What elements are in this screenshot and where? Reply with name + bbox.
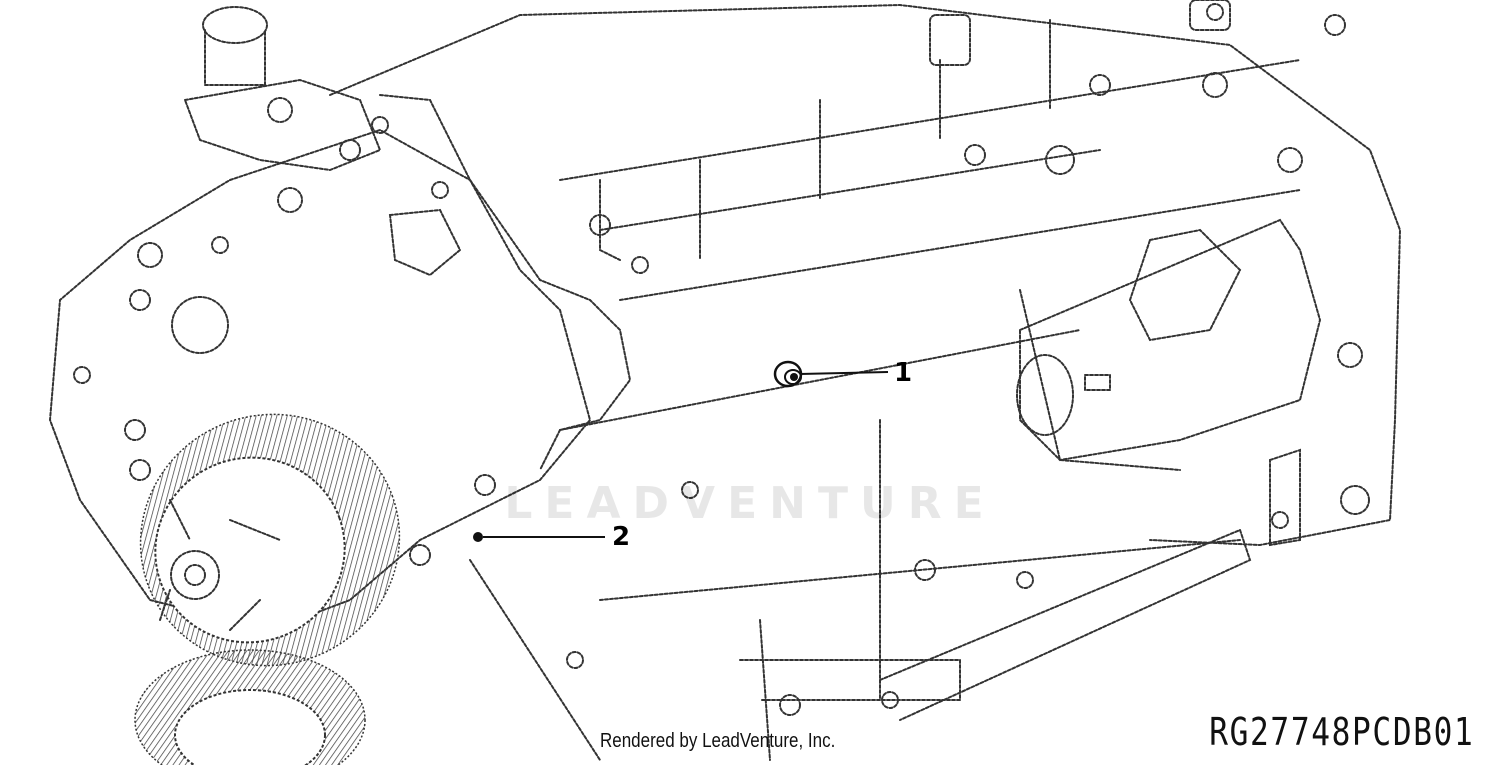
oil-pan-rail [566, 481, 1252, 721]
engine-block-outline [329, 3, 1402, 761]
leadventure-watermark: LEADVENTURE [504, 478, 996, 529]
rocker-arm-rail [599, 0, 1346, 261]
part-2-plug [473, 532, 483, 542]
thermostat-housing [183, 6, 389, 213]
callout-number-1: 1 [894, 358, 913, 388]
part-1-plug [773, 360, 803, 388]
callout-1[interactable] [773, 360, 889, 388]
callout-number-2: 2 [612, 522, 631, 552]
figure-identifier: RG27748PCDB01 [1208, 710, 1474, 754]
render-credit: Rendered by LeadVenture, Inc. [600, 730, 836, 752]
callout-2[interactable] [473, 532, 605, 542]
starter-motor [1016, 72, 1370, 547]
leader-line-1 [799, 371, 889, 375]
crankshaft-pulley [134, 413, 401, 765]
